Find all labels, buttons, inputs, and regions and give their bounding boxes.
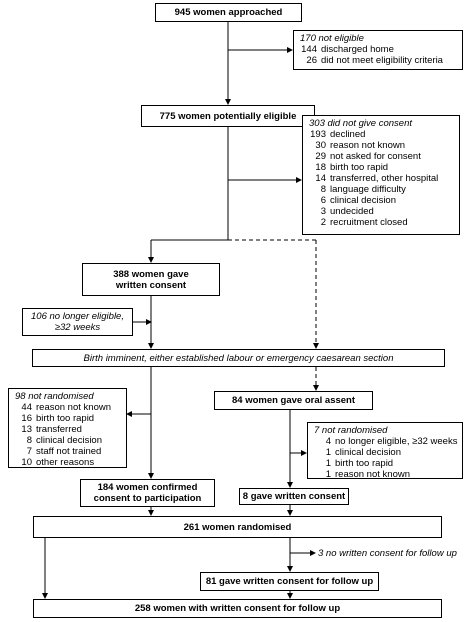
- not-randomised-98-heading: 98 not randomised: [15, 391, 94, 402]
- box-birth-imminent: Birth imminent, either established labou…: [32, 349, 445, 367]
- not-eligible-heading: 170 not eligible: [300, 33, 364, 44]
- box-final-written-consent: 258 women with written consent for follo…: [33, 599, 442, 618]
- box-gave-written-consent-8: 8 gave written consent: [239, 488, 349, 505]
- box-potentially-eligible: 775 women potentially eligible: [141, 105, 315, 127]
- no-consent-heading: 303 did not give consent: [309, 118, 412, 129]
- box-women-randomised: 261 women randomised: [33, 516, 442, 538]
- box-women-approached: 945 women approached: [155, 3, 302, 22]
- not-randomised-7-heading: 7 not randomised: [314, 425, 388, 436]
- box-oral-assent: 84 women gave oral assent: [214, 391, 373, 410]
- box-written-consent: 388 women gave written consent: [82, 263, 220, 296]
- text-no-written-followup: 3 no written consent for follow up: [318, 547, 457, 559]
- box-no-longer-eligible: 106 no longer eligible, ≥32 weeks: [22, 308, 133, 336]
- box-written-followup-81: 81 gave written consent for follow up: [200, 572, 379, 591]
- box-confirmed-consent: 184 women confirmed consent to participa…: [80, 479, 215, 507]
